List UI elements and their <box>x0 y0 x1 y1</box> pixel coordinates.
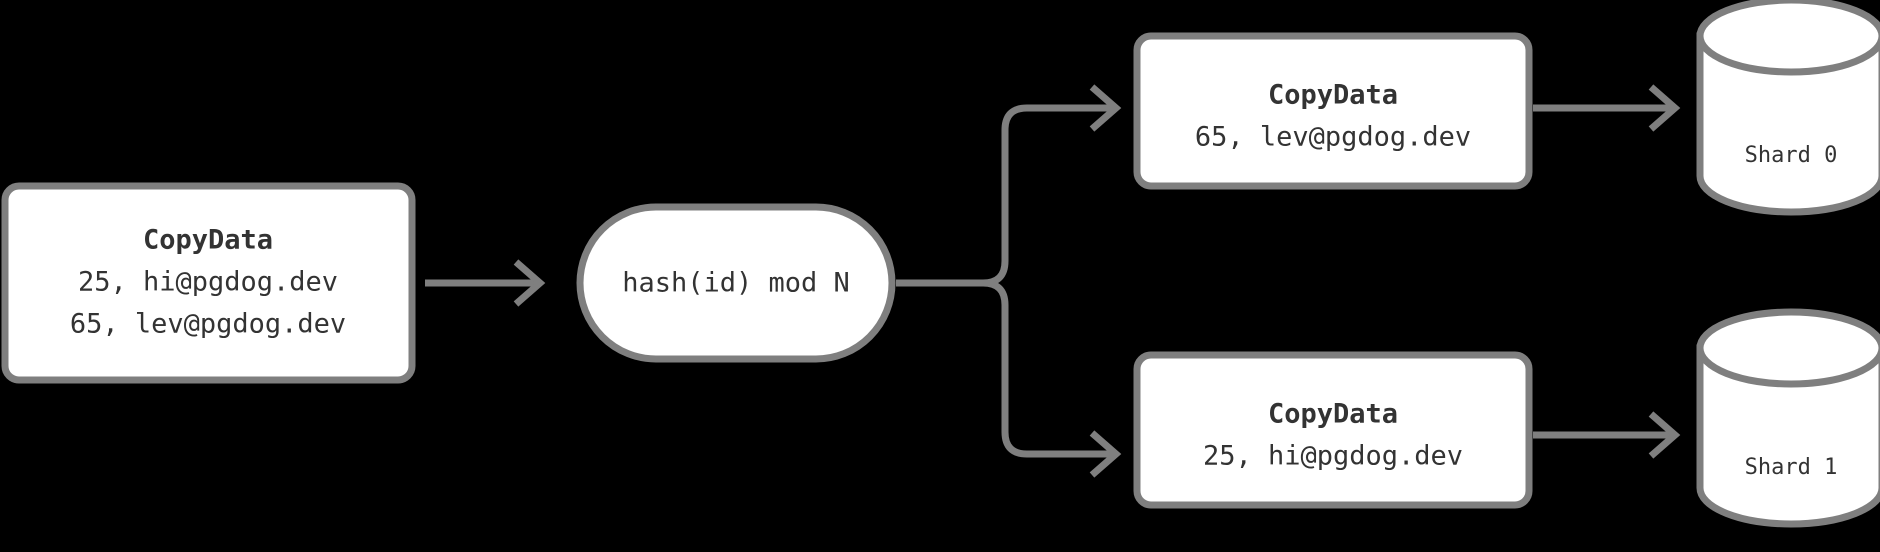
node-row-0: 25, hi@pgdog.dev <box>1203 441 1463 472</box>
shard-label: Shard 1 <box>1745 455 1838 480</box>
node-row-0: 65, lev@pgdog.dev <box>1195 122 1471 153</box>
database-cylinder-top-icon <box>1696 308 1880 388</box>
node-shard-0[interactable]: Shard 0 <box>1696 0 1880 216</box>
node-row-1: 65, lev@pgdog.dev <box>70 309 346 340</box>
node-title: CopyData <box>143 225 273 256</box>
node-row-0: 25, hi@pgdog.dev <box>78 267 338 298</box>
edge-source-to-router <box>425 259 546 307</box>
arrow-head-icon <box>1648 411 1681 459</box>
node-shard-1[interactable]: Shard 1 <box>1696 308 1880 528</box>
database-cylinder-top-icon <box>1696 0 1880 76</box>
arrow-head-icon <box>1089 430 1122 478</box>
edge-copy-bottom-to-shard-1 <box>1533 411 1681 459</box>
node-source-copydata[interactable]: CopyData 25, hi@pgdog.dev 65, lev@pgdog.… <box>1 182 416 384</box>
node-copydata-shard-1[interactable]: CopyData 25, hi@pgdog.dev <box>1133 351 1533 509</box>
node-background <box>576 203 896 363</box>
arrow-head-icon <box>513 259 546 307</box>
edge-router-to-copy-bottom <box>896 279 1122 478</box>
edge-copy-top-to-shard-0 <box>1533 84 1681 132</box>
node-background <box>1133 351 1533 509</box>
node-title: CopyData <box>1268 80 1398 111</box>
arrow-head-icon <box>1089 84 1122 132</box>
node-copydata-shard-0[interactable]: CopyData 65, lev@pgdog.dev <box>1133 32 1533 190</box>
edge-router-to-copy-top <box>896 84 1122 287</box>
shard-label: Shard 0 <box>1745 143 1838 168</box>
database-cylinder-icon <box>1696 32 1880 216</box>
edge-line <box>896 279 1113 458</box>
edge-line <box>896 104 1113 287</box>
node-label: hash(id) mod N <box>622 268 850 299</box>
node-title: CopyData <box>1268 399 1398 430</box>
node-background <box>1133 32 1533 190</box>
node-router-hash[interactable]: hash(id) mod N <box>576 203 896 363</box>
arrow-head-icon <box>1648 84 1681 132</box>
node-background <box>1 182 416 384</box>
database-cylinder-icon <box>1696 344 1880 528</box>
